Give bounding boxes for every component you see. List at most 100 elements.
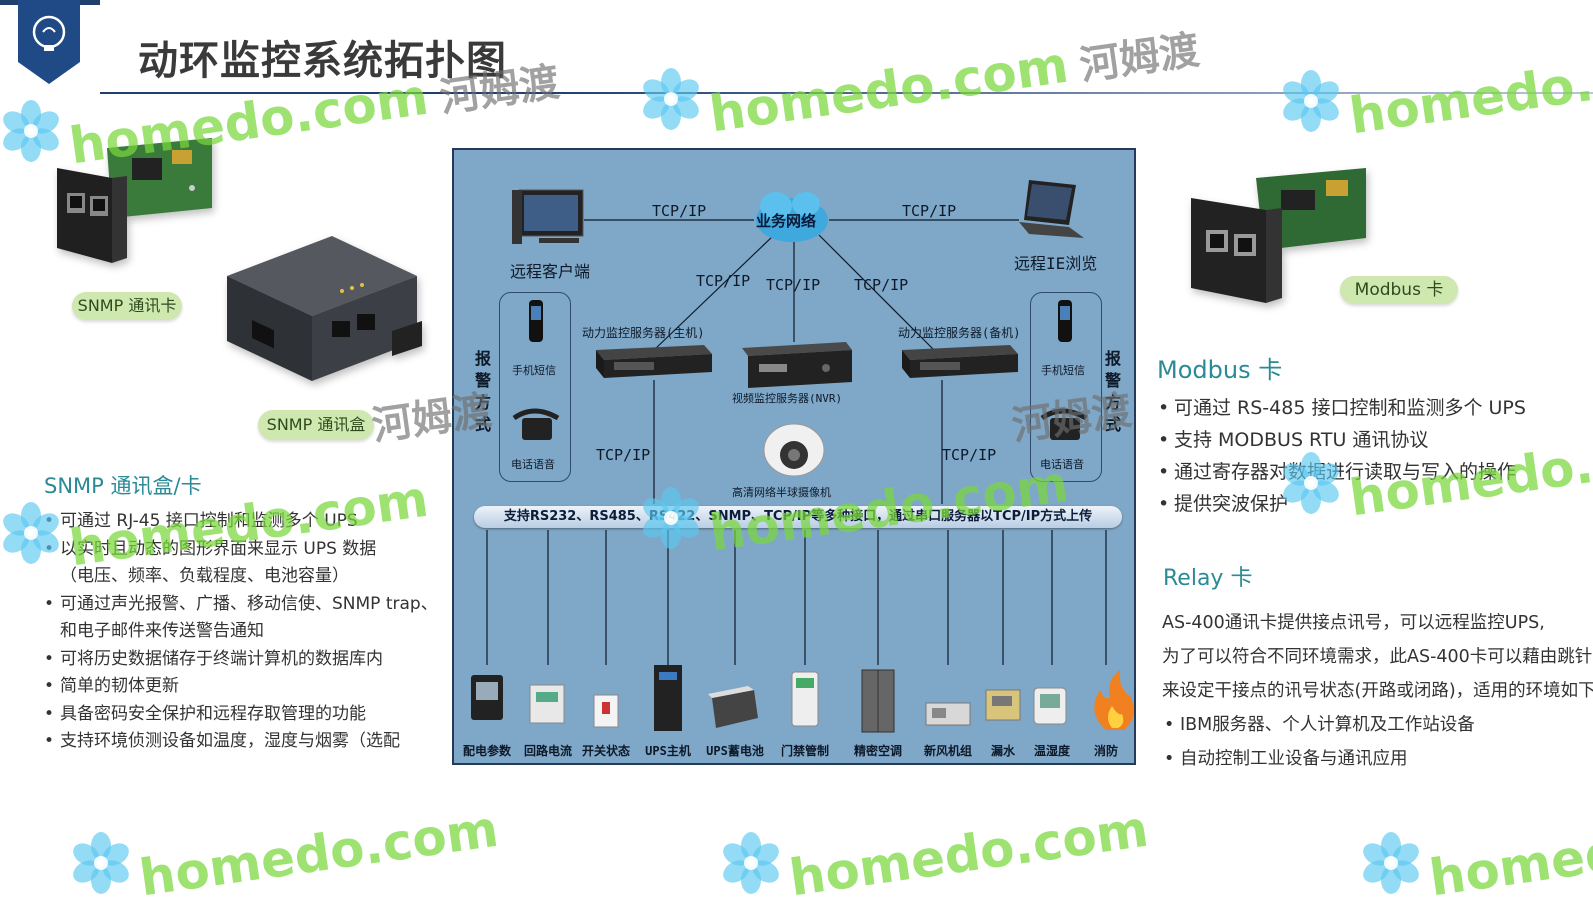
nvr-icon	[742, 342, 852, 388]
water-leak-icon	[985, 689, 1021, 721]
device-label: 精密空调	[853, 744, 902, 758]
tcpip-label: TCP/IP	[596, 446, 651, 464]
phone-sms-label: 手机短信	[512, 364, 556, 377]
list-item: IBM服务器、个人计算机及工作站设备	[1162, 708, 1475, 742]
access-control-icon	[791, 671, 819, 727]
relay-description: AS-400通讯卡提供接点讯号，可以远程监控UPS, 为了可以符合不同环境需求，…	[1162, 613, 1593, 701]
list-item: 和电子邮件来传送警告通知	[60, 621, 264, 641]
temperature-humidity-icon	[1033, 687, 1067, 725]
desktop-computer-icon	[512, 189, 584, 244]
list-item: 支持 MODBUS RTU 通讯协议	[1156, 424, 1526, 456]
device-label: 新风机组	[923, 744, 972, 758]
mobile-phone-icon	[1058, 300, 1072, 342]
watermark-flower-icon	[70, 832, 132, 894]
device-label: 配电参数	[462, 744, 511, 758]
watermark-text: homedo.com	[1346, 37, 1593, 146]
topology-diagram: TCP/IP TCP/IP 业务网络 远程客户端 远程IE浏览 TCP/IP T…	[452, 148, 1136, 765]
phone-voice-label: 电话语音	[1040, 458, 1084, 471]
ups-battery-icon	[708, 686, 758, 728]
alarm-mode-label-left: 报 警 方 式	[474, 349, 491, 434]
phone-voice-label: 电话语音	[511, 458, 555, 471]
watermark-flower-icon	[1280, 452, 1342, 514]
list-item: （电压、频率、负载程度、电池容量）	[60, 566, 349, 586]
phone-sms-label: 手机短信	[1041, 364, 1085, 377]
dome-camera-icon	[763, 423, 825, 477]
title-divider	[100, 92, 1593, 94]
power-meter-icon	[471, 675, 503, 720]
snmp-box-image	[227, 236, 422, 381]
backup-server-label: 动力监控服务器(备机)	[898, 326, 1021, 340]
snmp-box-label: SNMP 通讯盒	[258, 410, 374, 440]
laptop-icon	[1019, 180, 1084, 238]
precision-ac-icon	[861, 669, 895, 733]
watermark-flower-icon	[1280, 70, 1342, 132]
alarm-box-right	[1030, 292, 1102, 482]
fresh-air-unit-icon	[925, 702, 971, 726]
snmp-section-title: SNMP 通讯盒/卡	[44, 474, 202, 498]
fire-icon	[1094, 670, 1134, 730]
list-item: 可将历史数据储存于终端计算机的数据库内	[42, 646, 438, 674]
switch-status-icon	[593, 694, 619, 728]
alarm-mode-label-right: 报 警 方 式	[1104, 349, 1121, 434]
device-label: UPS主机	[645, 744, 691, 758]
remote-ie-label: 远程IE浏览	[1014, 254, 1098, 273]
tcpip-label: TCP/IP	[902, 202, 957, 220]
tcpip-label: TCP/IP	[766, 276, 821, 294]
watermark-text: homedo.com	[786, 799, 1152, 907]
mobile-phone-icon	[529, 300, 543, 342]
list-item: 简单的韧体更新	[42, 673, 438, 701]
device-label: 消防	[1093, 744, 1118, 758]
device-label: 温湿度	[1033, 744, 1070, 758]
remote-client-label: 远程客户端	[510, 262, 591, 281]
ups-host-icon	[654, 665, 682, 731]
device-label: UPS蓄电池	[706, 744, 764, 758]
device-label: 漏水	[990, 744, 1015, 758]
tcpip-label: TCP/IP	[854, 276, 909, 294]
watermark-text: homedo.com	[136, 799, 502, 907]
network-cloud-icon	[756, 192, 828, 242]
snmp-card-image	[57, 138, 212, 263]
list-item: 可通过声光报警、广播、移动信使、SNMP trap、	[42, 591, 438, 619]
primary-server-icon	[596, 345, 712, 378]
device-label: 开关状态	[581, 744, 630, 758]
backup-server-icon	[902, 345, 1018, 378]
watermark-flower-icon	[1360, 832, 1422, 894]
device-label: 门禁管制	[780, 744, 829, 758]
telephone-icon	[1040, 408, 1088, 440]
tcpip-label: TCP/IP	[652, 202, 707, 220]
lightbulb-icon	[18, 0, 80, 84]
modbus-card-label: Modbus 卡	[1340, 276, 1458, 304]
modbus-card-image	[1191, 168, 1366, 303]
telephone-icon	[512, 408, 560, 440]
watermark-flower-icon	[720, 832, 782, 894]
watermark-flower-icon	[0, 100, 62, 162]
list-item: 支持环境侦测设备如温度，湿度与烟雾（选配	[42, 728, 438, 756]
tcpip-label: TCP/IP	[696, 272, 751, 290]
alarm-box-left	[499, 292, 571, 482]
list-item: 提供突波保护	[1156, 488, 1526, 520]
snmp-feature-list: 可通过 RJ-45 接口控制和监测多个 UPS 以实时且动态的图形界面来显示 U…	[42, 508, 438, 756]
snmp-card-label: SNMP 通讯卡	[72, 292, 182, 320]
device-label: 回路电流	[523, 744, 572, 758]
watermark-flower-icon	[0, 502, 62, 564]
watermark-text: homedo.com	[1426, 799, 1593, 907]
relay-feature-list: IBM服务器、个人计算机及工作站设备 自动控制工业设备与通讯应用	[1162, 708, 1475, 776]
list-item: 自动控制工业设备与通讯应用	[1162, 742, 1475, 776]
current-meter-icon	[529, 684, 565, 724]
network-cloud-label: 业务网络	[756, 212, 817, 230]
modbus-feature-list: 可通过 RS-485 接口控制和监测多个 UPS 支持 MODBUS RTU 通…	[1156, 392, 1526, 520]
tcpip-label: TCP/IP	[942, 446, 997, 464]
diagram-lines	[471, 180, 1134, 733]
relay-section-title: Relay 卡	[1163, 566, 1253, 591]
watermark-flower-icon	[640, 487, 702, 549]
camera-label: 高清网络半球摄像机	[732, 486, 831, 499]
modbus-section-title: Modbus 卡	[1157, 356, 1283, 384]
primary-server-label: 动力监控服务器(主机)	[582, 326, 705, 340]
watermark-flower-icon	[640, 68, 702, 130]
list-item: 具备密码安全保护和远程存取管理的功能	[42, 701, 438, 729]
page-title: 动环监控系统拓扑图	[138, 38, 507, 84]
list-item: 可通过 RS-485 接口控制和监测多个 UPS	[1156, 392, 1526, 424]
list-item: 通过寄存器对数据进行读取与写入的操作	[1156, 456, 1526, 488]
nvr-label: 视频监控服务器(NVR)	[732, 392, 843, 405]
